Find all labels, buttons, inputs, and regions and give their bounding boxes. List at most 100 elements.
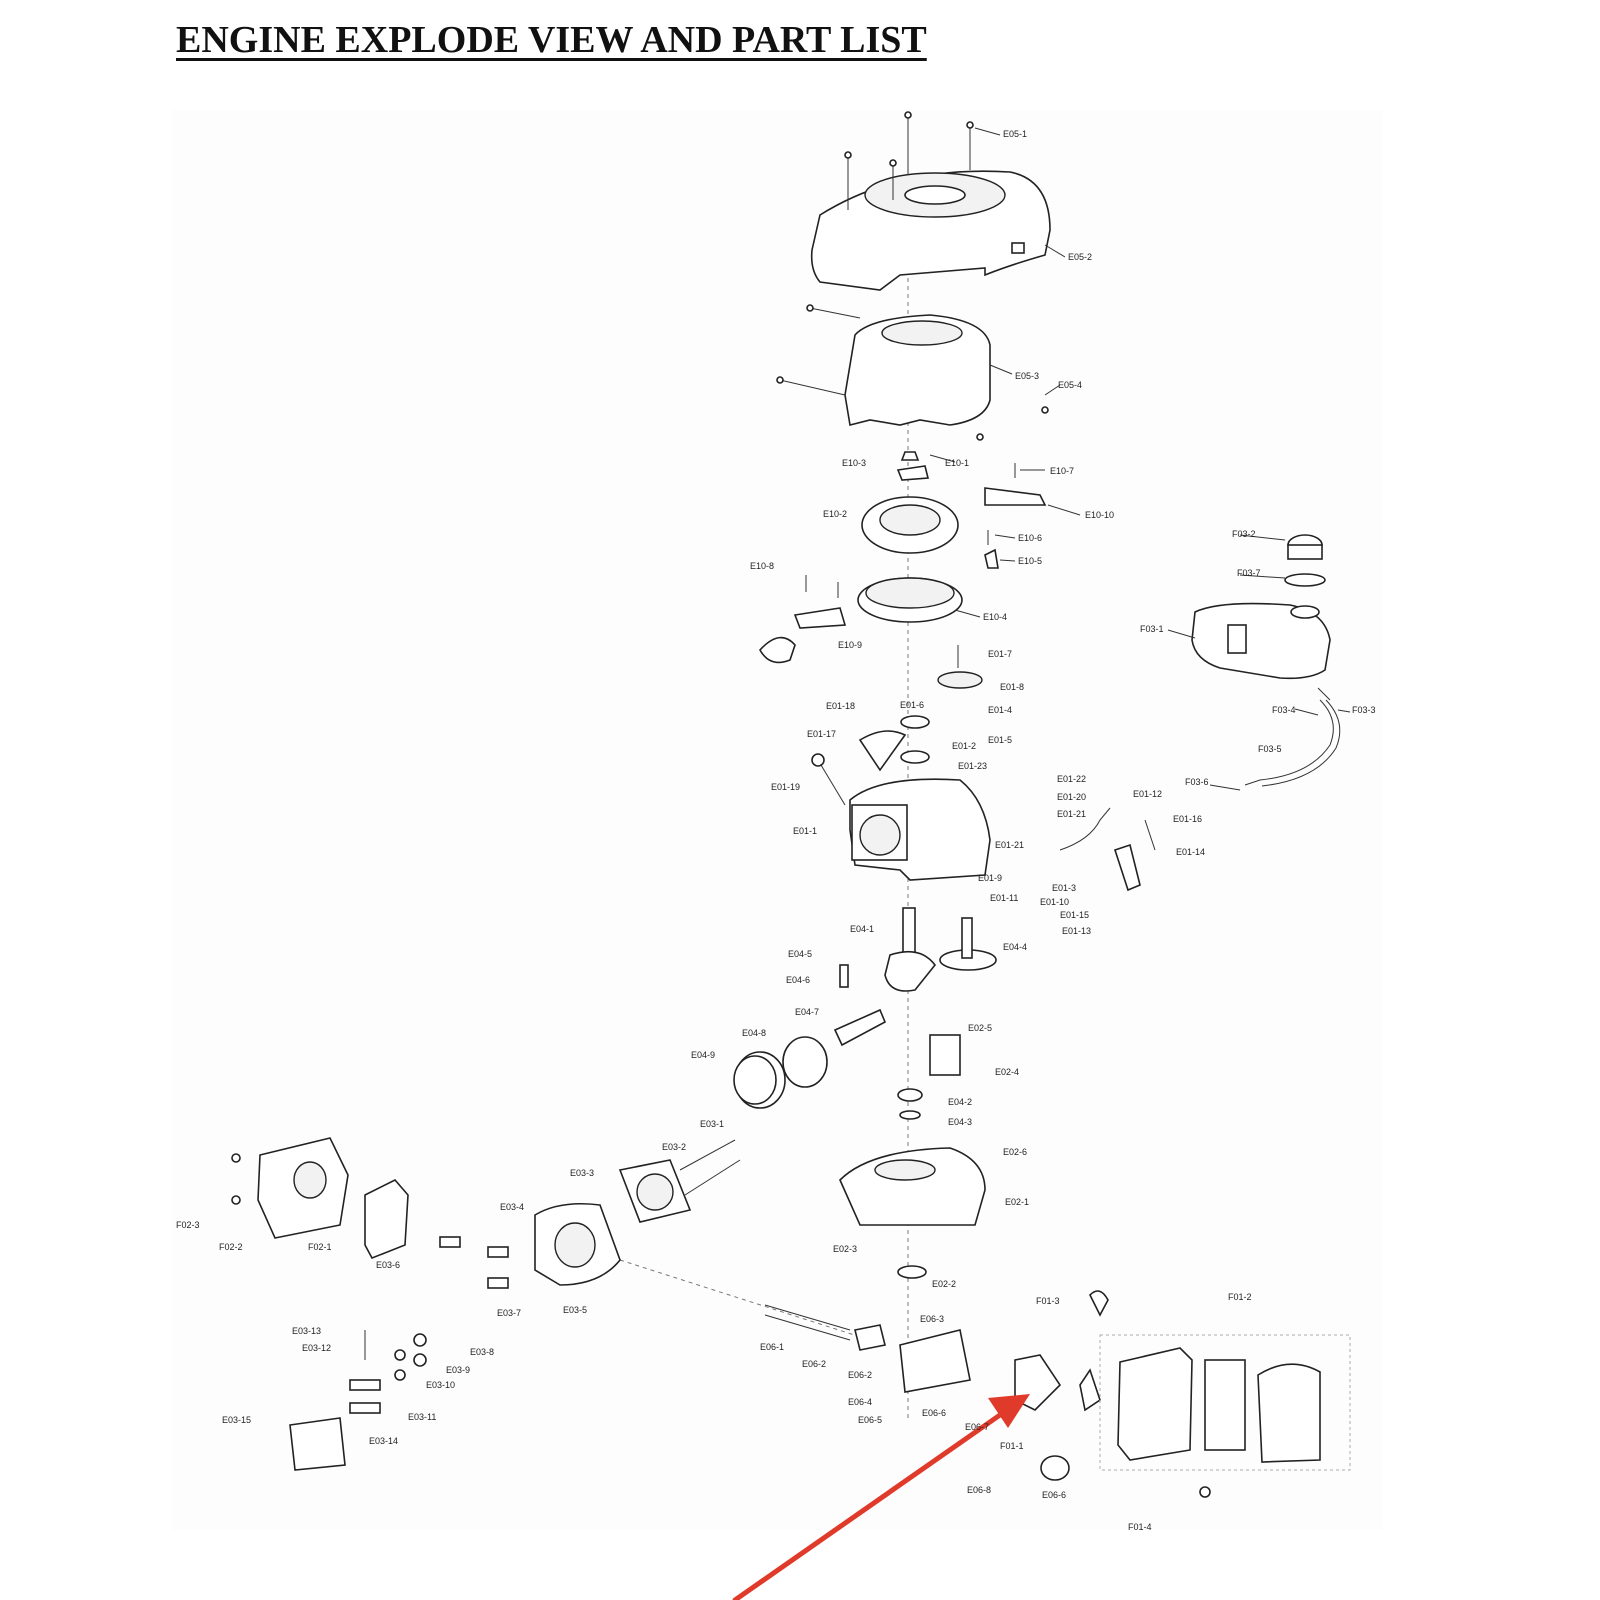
label-E04-5: E04-5 xyxy=(788,949,812,959)
top-screws xyxy=(844,111,974,210)
label-E04-7: E04-7 xyxy=(795,1007,819,1017)
label-E01-3: E01-3 xyxy=(1052,883,1076,893)
label-E01-4: E01-4 xyxy=(988,705,1012,715)
muffler-group xyxy=(231,1137,409,1260)
label-F03-3: F03-3 xyxy=(1352,705,1376,715)
label-E01-6: E01-6 xyxy=(900,700,924,710)
label-E06-6-right: E06-6 xyxy=(1042,1490,1066,1500)
cylinder-head-group xyxy=(289,1139,741,1471)
label-E02-2: E02-2 xyxy=(932,1279,956,1289)
label-F03-7: F03-7 xyxy=(1237,568,1261,578)
crankcase-assembly xyxy=(811,645,1156,892)
label-E03-7: E03-7 xyxy=(497,1308,521,1318)
label-E06-2-right: E06-2 xyxy=(848,1370,872,1380)
label-E04-4: E04-4 xyxy=(1003,942,1027,952)
label-E02-3: E02-3 xyxy=(833,1244,857,1254)
label-E10-9: E10-9 xyxy=(838,640,862,650)
label-E10-5: E10-5 xyxy=(1018,556,1042,566)
label-E06-4: E06-4 xyxy=(848,1397,872,1407)
label-E01-13: E01-13 xyxy=(1062,926,1091,936)
label-E02-5: E02-5 xyxy=(968,1023,992,1033)
label-E01-22: E01-22 xyxy=(1057,774,1086,784)
red-arrow-indicator xyxy=(732,1394,1030,1600)
label-E03-1: E03-1 xyxy=(700,1119,724,1129)
label-E03-12: E03-12 xyxy=(302,1343,331,1353)
label-F02-3: F02-3 xyxy=(176,1220,200,1230)
label-E10-10: E10-10 xyxy=(1085,510,1114,520)
leader-lines xyxy=(929,127,1351,791)
page-title: ENGINE EXPLODE VIEW AND PART LIST xyxy=(176,19,927,61)
label-E03-11: E03-11 xyxy=(408,1412,436,1422)
label-F02-2: F02-2 xyxy=(219,1242,243,1252)
label-E10-3: E10-3 xyxy=(842,458,866,468)
label-E10-7: E10-7 xyxy=(1050,466,1074,476)
label-E04-1: E04-1 xyxy=(850,924,874,934)
label-E10-4: E10-4 xyxy=(983,612,1007,622)
label-E05-3: E05-3 xyxy=(1015,371,1039,381)
label-E06-2-left: E06-2 xyxy=(802,1359,826,1369)
label-F01-2: F01-2 xyxy=(1228,1292,1252,1302)
label-F01-1: F01-1 xyxy=(1000,1441,1024,1451)
label-E03-15: E03-15 xyxy=(222,1415,251,1425)
label-E01-23: E01-23 xyxy=(958,761,987,771)
label-F03-5: F03-5 xyxy=(1258,744,1282,754)
crankshaft-piston-group xyxy=(733,907,997,1109)
label-E02-4: E02-4 xyxy=(995,1067,1019,1077)
diagram-background xyxy=(172,110,1382,1530)
label-E10-8: E10-8 xyxy=(750,561,774,571)
recoil-starter-housing xyxy=(776,304,1049,441)
label-E05-2: E05-2 xyxy=(1068,252,1092,262)
label-E03-10: E03-10 xyxy=(426,1380,455,1390)
part-labels: E05-1 E05-2 E05-3 E05-4 E10-1 E10-2 E10-… xyxy=(176,129,1376,1532)
label-F01-4: F01-4 xyxy=(1128,1522,1152,1532)
crankcase-cover-group xyxy=(839,1034,986,1279)
label-E01-5: E01-5 xyxy=(988,735,1012,745)
carburetor-air-filter-group xyxy=(764,1290,1351,1498)
label-E06-3: E06-3 xyxy=(920,1314,944,1324)
label-E05-1: E05-1 xyxy=(1003,129,1027,139)
label-E04-3: E04-3 xyxy=(948,1117,972,1127)
label-E02-1: E02-1 xyxy=(1005,1197,1029,1207)
label-E01-7: E01-7 xyxy=(988,649,1012,659)
label-F03-2: F03-2 xyxy=(1232,529,1256,539)
label-E06-7: E06-7 xyxy=(965,1422,989,1432)
label-E03-6: E03-6 xyxy=(376,1260,400,1270)
label-E04-2: E04-2 xyxy=(948,1097,972,1107)
label-E03-5: E03-5 xyxy=(563,1305,587,1315)
label-E01-11: E01-11 xyxy=(990,893,1018,903)
label-E03-13: E03-13 xyxy=(292,1326,321,1336)
label-E10-2: E10-2 xyxy=(823,509,847,519)
label-E02-6: E02-6 xyxy=(1003,1147,1027,1157)
blower-housing-cover xyxy=(810,170,1051,291)
label-E04-8: E04-8 xyxy=(742,1028,766,1038)
label-E03-9: E03-9 xyxy=(446,1365,470,1375)
label-E06-1: E06-1 xyxy=(760,1342,784,1352)
label-E01-9: E01-9 xyxy=(978,873,1002,883)
label-E03-14: E03-14 xyxy=(369,1436,398,1446)
label-E01-16: E01-16 xyxy=(1173,814,1202,824)
label-E01-21-lower: E01-21 xyxy=(995,840,1024,850)
label-E04-9: E04-9 xyxy=(691,1050,715,1060)
label-E05-4: E05-4 xyxy=(1058,380,1082,390)
label-E03-8: E03-8 xyxy=(470,1347,494,1357)
label-E10-1: E10-1 xyxy=(945,458,969,468)
label-E01-18: E01-18 xyxy=(826,701,855,711)
label-F02-1: F02-1 xyxy=(308,1242,332,1252)
label-F03-6: F03-6 xyxy=(1185,777,1209,787)
flywheel-assembly xyxy=(759,451,1047,664)
label-E03-3: E03-3 xyxy=(570,1168,594,1178)
label-E04-6: E04-6 xyxy=(786,975,810,985)
label-E10-6: E10-6 xyxy=(1018,533,1042,543)
label-F03-4: F03-4 xyxy=(1272,705,1296,715)
label-E03-2: E03-2 xyxy=(662,1142,686,1152)
intake-axis-line xyxy=(619,1259,871,1341)
label-E06-8: E06-8 xyxy=(967,1485,991,1495)
label-E06-6-left: E06-6 xyxy=(922,1408,946,1418)
label-E06-5: E06-5 xyxy=(858,1415,882,1425)
label-E01-1: E01-1 xyxy=(793,826,817,836)
label-E01-10: E01-10 xyxy=(1040,897,1069,907)
label-E01-8: E01-8 xyxy=(1000,682,1024,692)
label-F03-1: F03-1 xyxy=(1140,624,1164,634)
label-E01-12: E01-12 xyxy=(1133,789,1162,799)
